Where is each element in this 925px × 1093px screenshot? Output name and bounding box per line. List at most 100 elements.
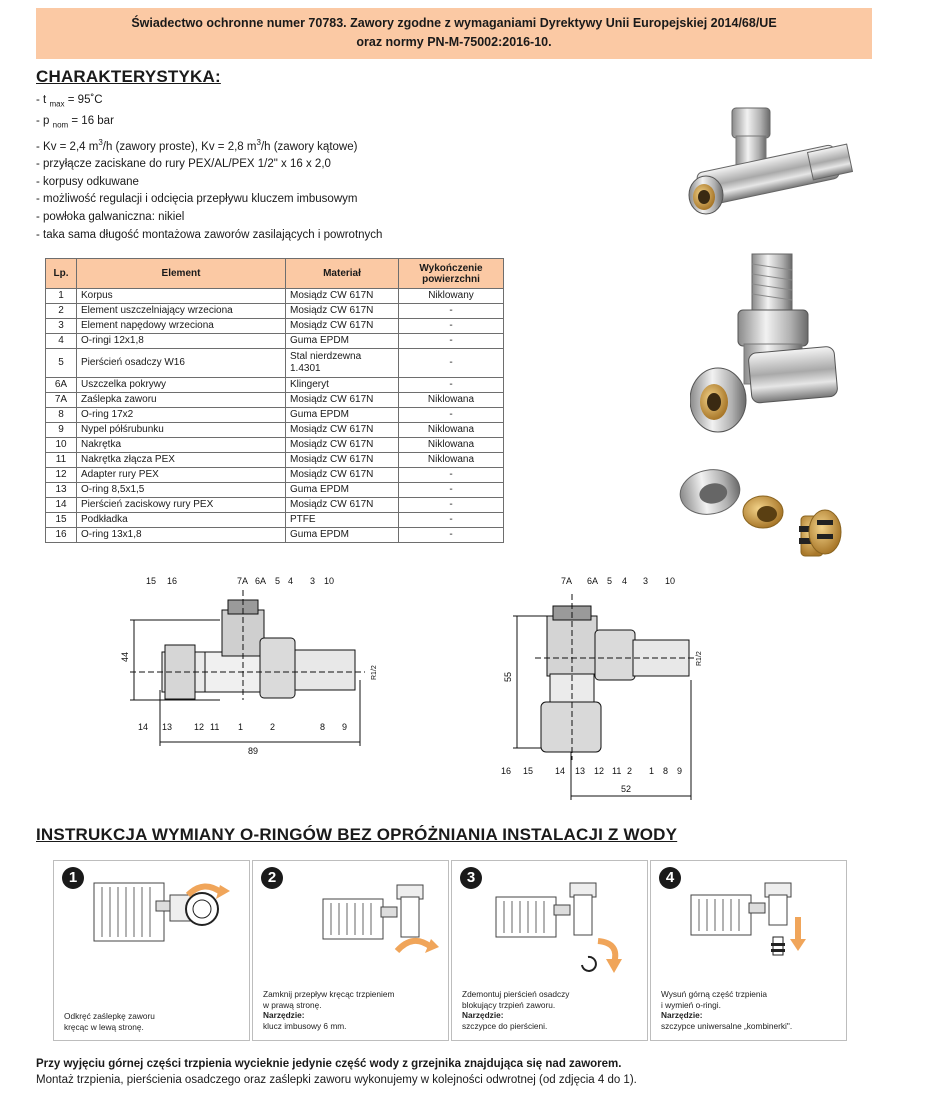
step-number: 2 [261,867,283,889]
spec-item: - możliwość regulacji i odcięcia przepły… [36,193,358,206]
radiator-valve-illustration [495,882,622,973]
step-caption: Wysuń górną część trzpienia i wymień o-r… [661,989,793,1031]
spec-kv: - Kv = 2,4 m3/h (zawory proste), Kv = 2,… [36,137,358,153]
cell-finish: Niklowany [398,288,504,304]
cell-finish: Niklowana [398,452,504,468]
drawing-label: 9 [677,766,682,776]
banner-line-2: oraz normy PN-M-75002:2016-10. [356,35,552,49]
characteristics-list: - t max = 95˚C - p nom = 16 bar - Kv = 2… [36,92,382,244]
cell-element: O-ring 8,5x1,5 [76,482,286,498]
cell-finish: Niklowana [398,437,504,453]
cell-lp: 15 [45,512,77,528]
cell-finish: - [398,348,504,378]
instructions-title: INSTRUKCJA WYMIANY O-RINGÓW BEZ OPRÓŻNIA… [36,825,678,844]
cell-lp: 1 [45,288,77,304]
drawing-label: 6A [587,576,598,586]
cell-material: Mosiądz CW 617N [285,437,399,453]
banner-line-1: Świadectwo ochronne numer 70783. Zawory … [131,16,777,30]
cell-element: Element uszczelniający wrzeciona [76,303,286,319]
cell-finish: - [398,407,504,423]
dim-height: 44 [120,652,130,662]
instruction-steps: 1 Odkręć zaślepkę zaworu kręcąc w lewą s… [53,860,847,1041]
cell-lp: 10 [45,437,77,453]
cell-lp: 11 [45,452,77,468]
radiator-valve-illustration [93,882,230,942]
cell-finish: - [398,512,504,528]
cell-finish: - [398,318,504,334]
spec-pnom: - p nom = 16 bar [36,114,114,130]
cell-material: Mosiądz CW 617N [285,422,399,438]
cell-element: Nakrętka złącza PEX [76,452,286,468]
dim-length: 89 [248,746,258,756]
spec-tmax: - t max = 95˚C [36,94,103,109]
spec-item: - korpusy odkuwane [36,175,139,188]
cell-material: Mosiądz CW 617N [285,318,399,334]
drawing-label: 3 [310,576,315,586]
characteristics-title: CHARAKTERYSTYKA: [36,67,221,86]
drawing-label: 7A [237,576,248,586]
straight-valve-drawing: 15 16 7A 6A 5 4 3 10 14 13 12 11 1 2 8 9… [120,576,378,756]
cell-element: Uszczelka pokrywy [76,377,286,393]
cell-lp: 6A [45,377,77,393]
drawing-label: 13 [575,766,585,776]
cell-material: Guma EPDM [285,407,399,423]
drawing-label: 10 [324,576,334,586]
instruction-step-1: 1 Odkręć zaślepkę zaworu kręcąc w lewą s… [53,860,250,1041]
cell-material: PTFE [285,512,399,528]
cell-material: Mosiądz CW 617N [285,303,399,319]
drawing-label: 14 [138,722,148,732]
drawing-label: 8 [663,766,668,776]
cell-material: Klingeryt [285,377,399,393]
certificate-banner: Świadectwo ochronne numer 70783. Zawory … [36,8,872,59]
step-number: 3 [460,867,482,889]
cell-lp: 13 [45,482,77,498]
cell-finish: Niklowana [398,392,504,408]
cell-material: Mosiądz CW 617N [285,288,399,304]
drawing-label: 5 [607,576,612,586]
cell-finish: - [398,333,504,349]
dim-height: 55 [503,672,513,682]
instruction-step-4: 4 Wysuń górną część trzpienia i wymień o… [650,860,847,1041]
drawing-label: 11 [612,766,621,776]
cell-finish: - [398,482,504,498]
cell-element: Pierścień osadczy W16 [76,348,286,378]
cell-material: Mosiądz CW 617N [285,452,399,468]
cell-material: Mosiądz CW 617N [285,392,399,408]
cell-material: Guma EPDM [285,527,399,543]
cell-material: Guma EPDM [285,333,399,349]
step-number: 1 [62,867,84,889]
cell-lp: 16 [45,527,77,543]
col-lp: Lp. [45,258,77,289]
cell-finish: Niklowana [398,422,504,438]
drawing-label: 15 [146,576,156,586]
instruction-step-3: 3 Zdemontuj pierścień osadczy blokujący … [451,860,648,1041]
spec-item: - przyłącze zaciskane do rury PEX/AL/PEX… [36,158,331,171]
drawing-label: 16 [501,766,511,776]
spec-item: - taka sama długość montażowa zaworów za… [36,228,383,241]
drawing-label: 2 [627,766,632,776]
drawing-label: 11 [210,722,219,732]
radiator-valve-illustration [322,884,439,954]
cell-finish: - [398,527,504,543]
straight-valve-photo [688,107,854,215]
drawing-label: 10 [665,576,675,586]
cell-element: Nakrętka [76,437,286,453]
cell-material: Stal nierdzewna 1.4301 [285,348,399,378]
spec-item: - powłoka galwaniczna: nikiel [36,210,185,223]
drawing-label: 4 [288,576,293,586]
cell-finish: - [398,303,504,319]
thread-label: R1/2 [371,665,378,680]
col-element: Element [76,258,286,289]
